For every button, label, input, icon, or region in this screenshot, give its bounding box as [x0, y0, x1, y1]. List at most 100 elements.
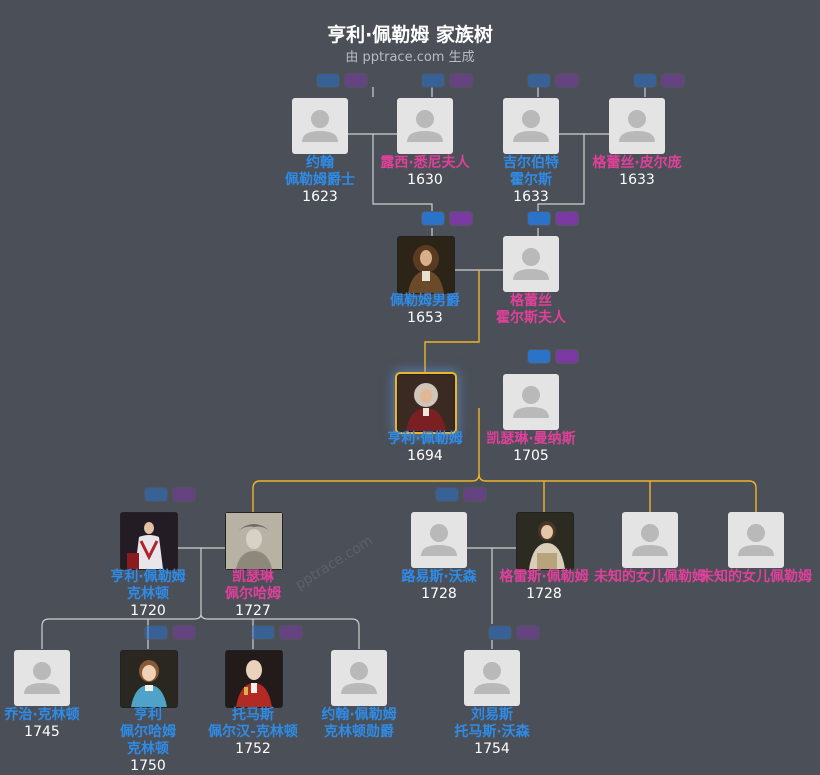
expand-mother-button[interactable]: [449, 73, 473, 88]
relation-toggle-buttons: [421, 211, 473, 226]
expand-father-button[interactable]: [421, 211, 445, 226]
expand-father-button[interactable]: [527, 349, 551, 364]
relation-toggle-buttons: [316, 73, 368, 88]
person-name[interactable]: 约翰佩勒姆爵士: [285, 155, 355, 188]
person-portrait[interactable]: [120, 512, 178, 570]
person-birth-year: 1728: [421, 586, 457, 602]
person-name[interactable]: 亨利·佩勒姆克林顿: [110, 569, 186, 602]
person-name[interactable]: 格蕾丝·皮尔庞: [592, 155, 682, 171]
person-portrait[interactable]: [397, 374, 455, 432]
ancestor-line: [252, 473, 480, 512]
expand-father-button[interactable]: [144, 625, 168, 640]
expand-father-button[interactable]: [144, 487, 168, 502]
person-birth-year: 1633: [619, 172, 655, 188]
expand-mother-button[interactable]: [172, 625, 196, 640]
person-birth-year: 1653: [407, 310, 443, 326]
person-birth-year: 1633: [513, 189, 549, 205]
person-name[interactable]: 佩勒姆男爵: [390, 293, 460, 309]
person-birth-year: 1754: [474, 741, 510, 757]
expand-father-button[interactable]: [421, 73, 445, 88]
person-silhouette-icon: [474, 662, 510, 694]
person-portrait[interactable]: [516, 512, 574, 570]
person-silhouette-icon: [24, 662, 60, 694]
person-name[interactable]: 未知的女儿佩勒姆: [700, 569, 812, 585]
person-name[interactable]: 路易斯·沃森: [401, 569, 477, 585]
relation-toggle-buttons: [527, 73, 579, 88]
person-card[interactable]: [397, 98, 453, 154]
relation-toggle-buttons: [527, 211, 579, 226]
couple-line: [431, 228, 539, 236]
person-birth-year: 1727: [235, 603, 271, 619]
relation-toggle-buttons: [633, 73, 685, 88]
child-line: [41, 613, 360, 649]
person-name[interactable]: 凯瑟琳佩尔哈姆: [225, 569, 281, 602]
expand-mother-button[interactable]: [555, 73, 579, 88]
couple-line: [372, 87, 646, 97]
expand-mother-button[interactable]: [449, 211, 473, 226]
expand-mother-button[interactable]: [279, 625, 303, 640]
person-card[interactable]: [503, 98, 559, 154]
person-card[interactable]: [503, 236, 559, 292]
relation-toggle-buttons: [251, 625, 303, 640]
person-card[interactable]: [464, 650, 520, 706]
expand-mother-button[interactable]: [344, 73, 368, 88]
ancestor-line: [543, 481, 651, 512]
person-silhouette-icon: [513, 386, 549, 418]
expand-mother-button[interactable]: [555, 349, 579, 364]
person-card[interactable]: [292, 98, 348, 154]
expand-father-button[interactable]: [527, 211, 551, 226]
relation-toggle-buttons: [144, 625, 196, 640]
person-birth-year: 1752: [235, 741, 271, 757]
person-portrait[interactable]: [225, 650, 283, 708]
person-card[interactable]: [411, 512, 467, 568]
person-name[interactable]: 托马斯佩尔汉-克林顿: [208, 707, 298, 740]
page-title: 亨利·佩勒姆 家族树: [327, 24, 493, 46]
person-name[interactable]: 乔治·克林顿: [4, 707, 80, 723]
person-birth-year: 1745: [24, 724, 60, 740]
person-card[interactable]: [622, 512, 678, 568]
person-name[interactable]: 亨利佩尔哈姆克林顿: [120, 707, 176, 757]
person-name[interactable]: 未知的女儿佩勒姆: [594, 569, 706, 585]
person-name[interactable]: 亨利·佩勒姆: [387, 431, 463, 447]
person-silhouette-icon: [738, 524, 774, 556]
ancestor-line: [424, 270, 480, 374]
person-portrait[interactable]: [397, 236, 455, 294]
person-card[interactable]: [728, 512, 784, 568]
expand-father-button[interactable]: [633, 73, 657, 88]
expand-mother-button[interactable]: [661, 73, 685, 88]
page-subtitle: 由 pptrace.com 生成: [345, 50, 475, 65]
person-name[interactable]: 凯瑟琳·曼纳斯: [486, 431, 576, 447]
person-silhouette-icon: [619, 110, 655, 142]
person-name[interactable]: 刘易斯托马斯·沃森: [454, 707, 530, 740]
person-name[interactable]: 吉尔伯特霍尔斯: [503, 155, 559, 188]
person-card[interactable]: [609, 98, 665, 154]
person-birth-year: 1728: [526, 586, 562, 602]
expand-father-button[interactable]: [251, 625, 275, 640]
expand-father-button[interactable]: [435, 487, 459, 502]
relation-toggle-buttons: [421, 73, 473, 88]
couple-line: [467, 547, 517, 624]
person-silhouette-icon: [407, 110, 443, 142]
person-silhouette-icon: [421, 524, 457, 556]
person-name[interactable]: 约翰·佩勒姆克林顿勋爵: [321, 707, 397, 740]
person-birth-year: 1720: [130, 603, 166, 619]
person-card[interactable]: [503, 374, 559, 430]
expand-father-button[interactable]: [527, 73, 551, 88]
person-name[interactable]: 格蕾丝霍尔斯夫人: [496, 293, 566, 326]
person-birth-year: 1623: [302, 189, 338, 205]
person-name[interactable]: 格雷斯·佩勒姆: [499, 569, 589, 585]
expand-mother-button[interactable]: [516, 625, 540, 640]
expand-mother-button[interactable]: [172, 487, 196, 502]
person-portrait[interactable]: [225, 512, 283, 570]
expand-mother-button[interactable]: [463, 487, 487, 502]
person-portrait[interactable]: [120, 650, 178, 708]
person-card[interactable]: [331, 650, 387, 706]
couple-line: [348, 133, 433, 212]
expand-father-button[interactable]: [488, 625, 512, 640]
person-birth-year: 1750: [130, 758, 166, 774]
expand-mother-button[interactable]: [555, 211, 579, 226]
person-card[interactable]: [14, 650, 70, 706]
person-name[interactable]: 露西·悉尼夫人: [380, 155, 470, 171]
expand-father-button[interactable]: [316, 73, 340, 88]
